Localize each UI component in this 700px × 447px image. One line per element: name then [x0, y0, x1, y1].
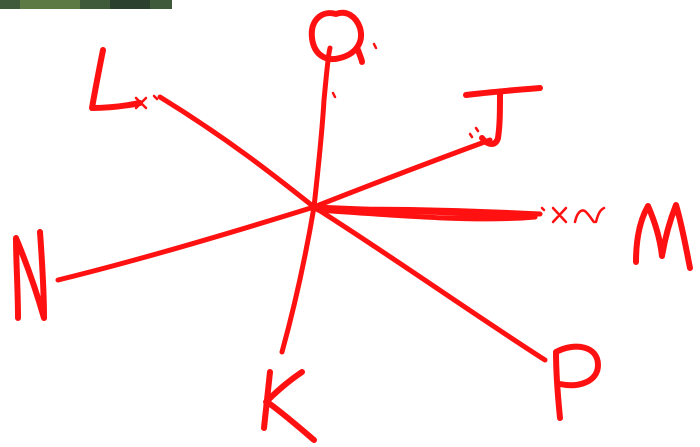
ray-to-K: [282, 207, 314, 352]
letter-M: [636, 205, 690, 268]
letter-N: [16, 232, 44, 318]
corner-thumbnail: [0, 0, 172, 9]
scribble-near-L: [136, 96, 157, 108]
letter-O: [312, 13, 362, 62]
letter-L: [92, 50, 140, 108]
scribble-near-M: [542, 208, 604, 222]
letter-K: [264, 372, 314, 440]
scribble-near-J: [470, 128, 478, 137]
ray-to-M: [314, 207, 540, 219]
ray-to-L: [160, 97, 314, 207]
ray-to-N: [58, 207, 314, 280]
letter-J: [466, 88, 540, 144]
ray-to-O: [314, 48, 330, 207]
ray-to-P: [314, 207, 545, 360]
letter-P: [556, 347, 598, 418]
ray-to-J: [314, 140, 490, 207]
